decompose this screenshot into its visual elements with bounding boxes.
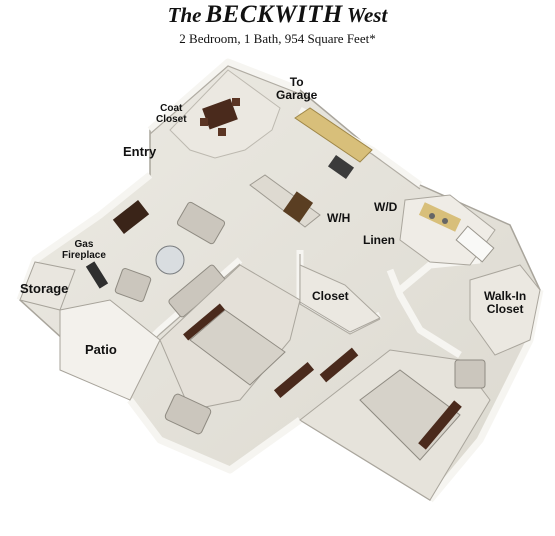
- dining-chair: [200, 118, 208, 126]
- range-hood: [282, 191, 314, 223]
- label-entry: Entry: [123, 144, 157, 159]
- label-linen: Linen: [363, 233, 395, 247]
- label-coat-closet: Coat Closet: [156, 103, 187, 125]
- sink: [442, 218, 448, 224]
- label-closet: Closet: [312, 289, 349, 303]
- dining-chair: [232, 98, 240, 106]
- dresser: [319, 347, 359, 383]
- chair-2: [164, 393, 212, 435]
- label-to-garage: To Garage: [276, 75, 318, 102]
- label-storage: Storage: [20, 281, 69, 296]
- headboard-2: [183, 303, 225, 341]
- storage-floor: [19, 261, 76, 311]
- label-patio: Patio: [85, 342, 117, 357]
- tv-console: [112, 200, 150, 234]
- label-gas-fireplace: Gas Fireplace: [62, 239, 106, 261]
- label-walk-in-closet: Walk-In Closet: [484, 289, 527, 316]
- label-wd: W/D: [374, 200, 398, 214]
- master-chair: [454, 359, 486, 389]
- sofa: [176, 201, 226, 245]
- dining-table: [202, 98, 238, 130]
- bathtub: [455, 225, 495, 263]
- coffee-table: [155, 245, 185, 275]
- kitchen-counter: [294, 107, 373, 163]
- bed-2: [189, 309, 286, 386]
- master-headboard: [418, 400, 462, 450]
- bath-vanity: [418, 202, 462, 232]
- sink: [429, 213, 435, 219]
- dresser-2: [273, 362, 315, 398]
- armchair: [114, 267, 152, 303]
- plan-subtitle: 2 Bedroom, 1 Bath, 954 Square Feet*: [179, 31, 376, 46]
- plan-title: The BECKWITH West: [0, 1, 555, 29]
- label-wh: W/H: [327, 211, 351, 225]
- patio-floor: [59, 299, 161, 401]
- walk-in-closet-floor: [469, 264, 541, 356]
- title-main: BECKWITH: [205, 1, 343, 28]
- fireplace: [85, 261, 109, 289]
- dining-chair: [218, 128, 226, 136]
- title-prefix: The: [167, 3, 202, 27]
- title-suffix: West: [346, 3, 388, 27]
- kitchen-stove: [327, 154, 355, 180]
- closet-floor: [299, 264, 381, 333]
